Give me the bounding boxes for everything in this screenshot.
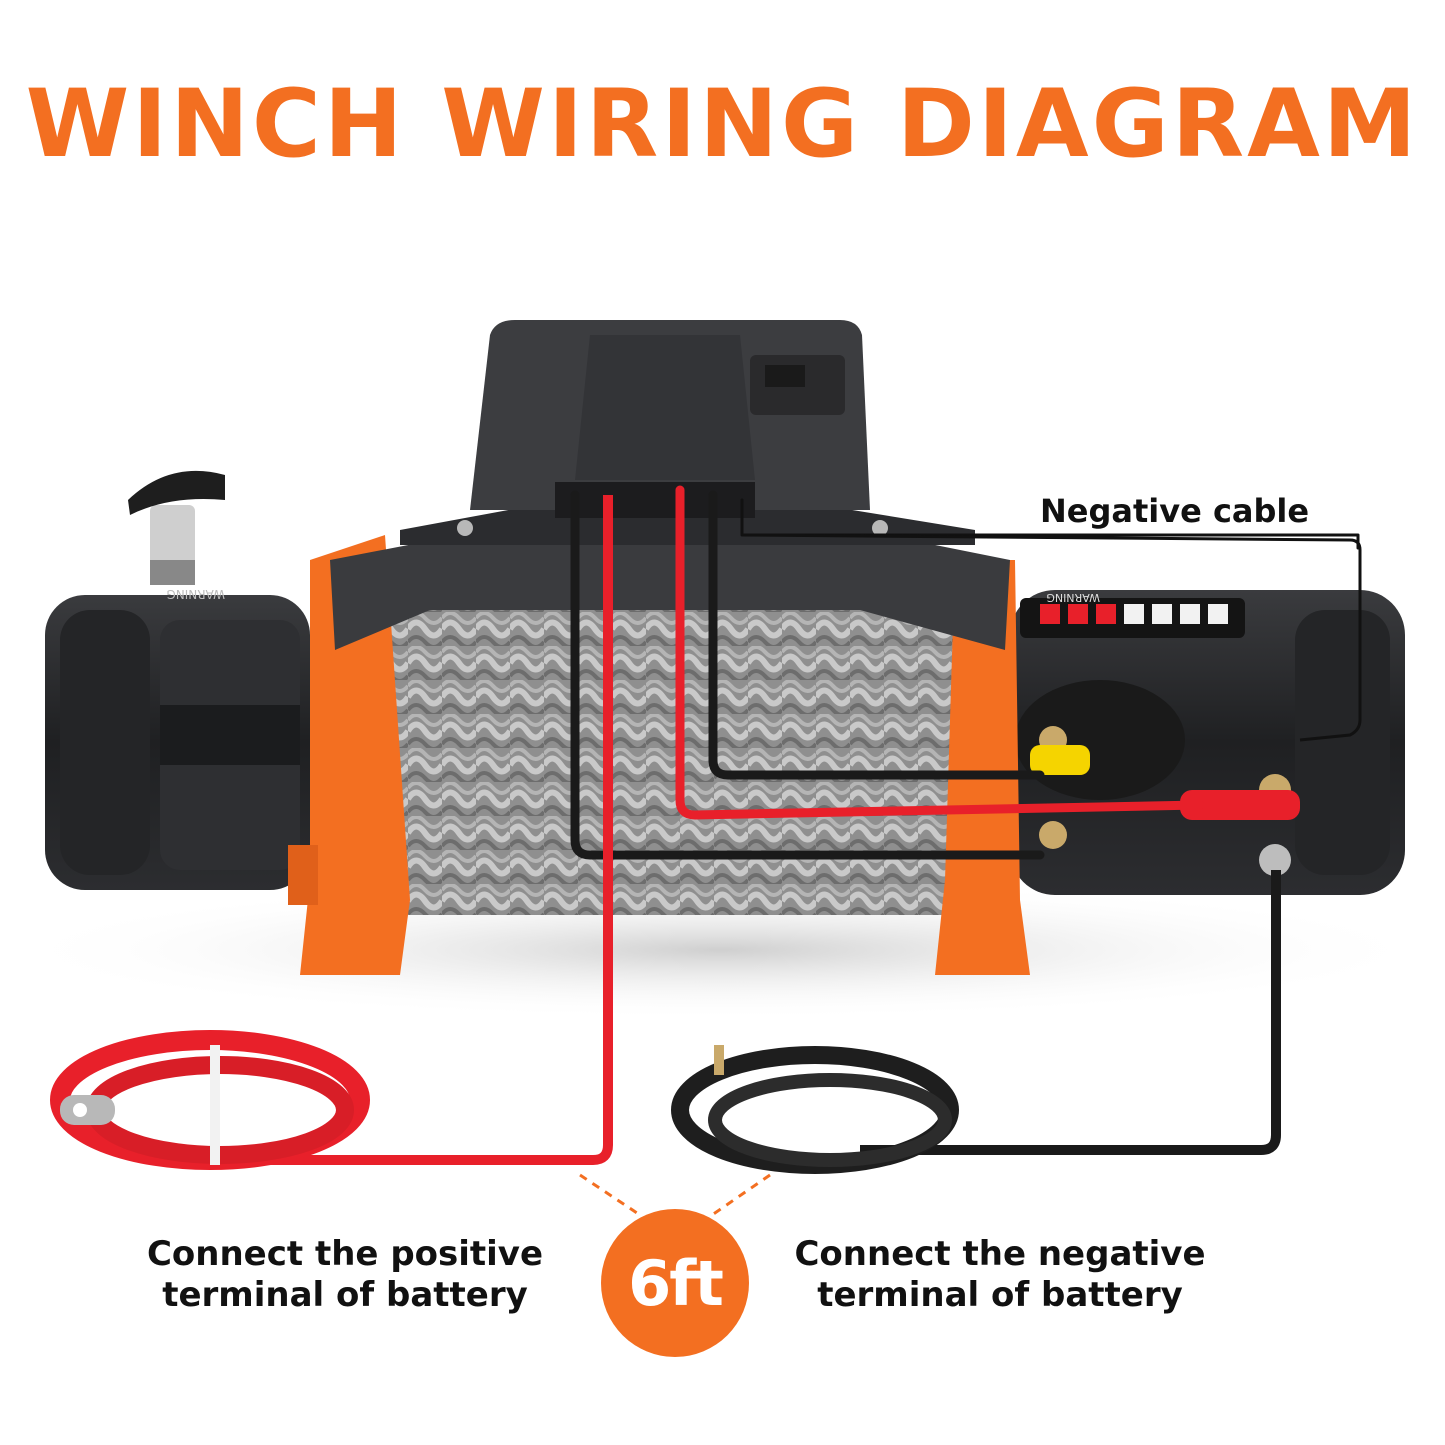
length-pointers xyxy=(579,1173,771,1217)
warning-icons xyxy=(1040,604,1228,624)
rope-drum xyxy=(385,575,965,915)
negative-cable-label: Negative cable xyxy=(1040,492,1310,530)
positive-ring-terminal xyxy=(60,1095,115,1125)
yellow-terminal-boot xyxy=(1030,745,1090,775)
warning-decal-left: WARNING xyxy=(166,587,225,601)
warning-decal-right: WARNING xyxy=(1046,591,1100,604)
negative-lug xyxy=(714,1045,724,1075)
clutch-handle[interactable] xyxy=(128,470,225,585)
red-terminal-boot xyxy=(1180,790,1300,820)
cable-length-badge: 6ft xyxy=(601,1209,749,1357)
end-bracket-right xyxy=(935,560,1030,975)
negative-cable-callout-line xyxy=(741,533,1362,742)
positive-terminal-label: Connect the positive terminal of battery xyxy=(146,1234,544,1315)
end-bracket-left xyxy=(288,535,410,975)
gearbox-housing: WARNING xyxy=(1010,590,1405,895)
negative-battery-cable xyxy=(671,870,1281,1174)
control-box xyxy=(470,320,870,518)
page-title: WINCH WIRING DIAGRAM xyxy=(25,70,1420,179)
cable-tie xyxy=(210,1045,220,1165)
motor-housing: WARNING xyxy=(45,587,310,890)
internal-wiring xyxy=(570,485,1360,860)
terminal-studs xyxy=(1030,726,1300,876)
positive-battery-cable xyxy=(50,495,613,1170)
negative-terminal-label: Connect the negative terminal of battery xyxy=(794,1234,1206,1315)
